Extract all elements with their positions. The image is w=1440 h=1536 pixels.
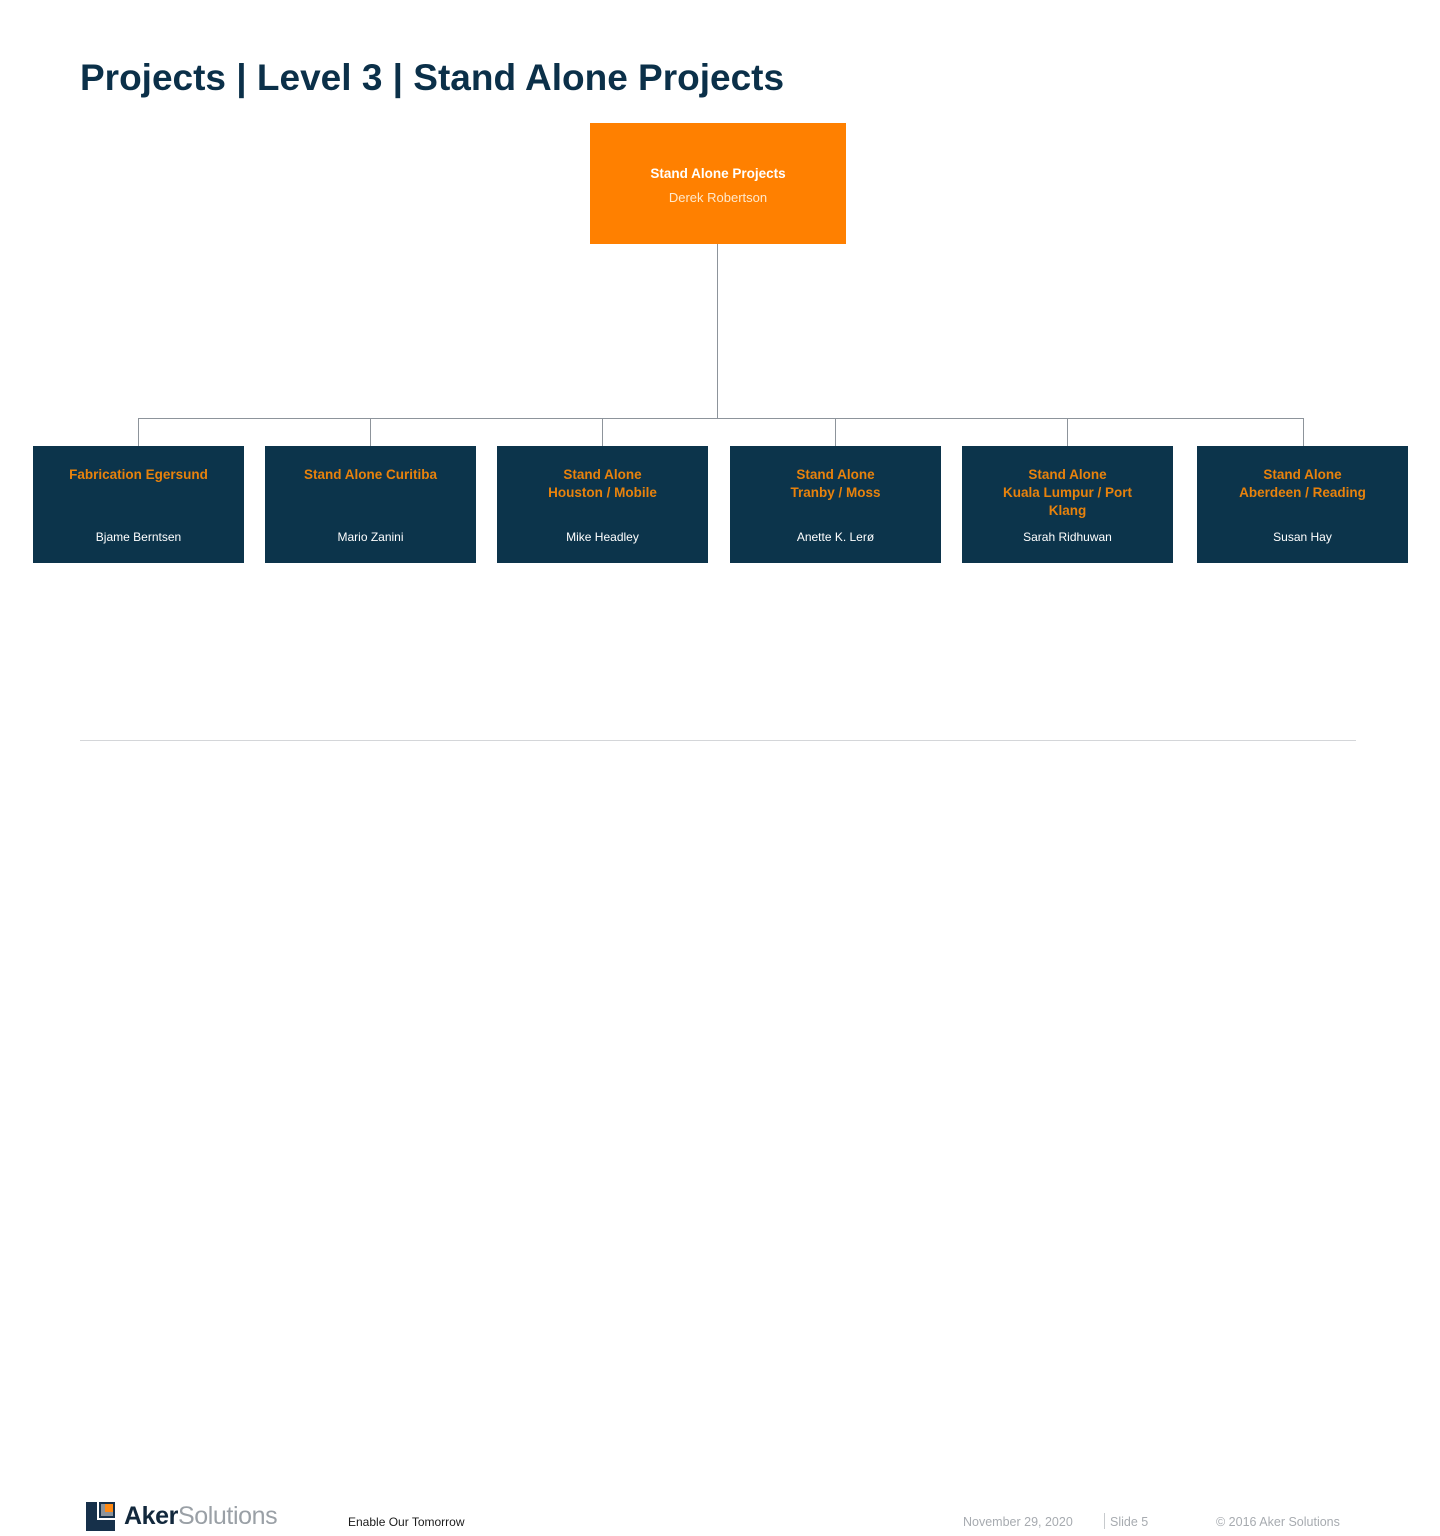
org-node-person: Susan Hay [1273, 530, 1332, 544]
org-node-title: Stand Alone Aberdeen / Reading [1231, 466, 1374, 502]
footer-divider [80, 740, 1356, 741]
org-node-person: Derek Robertson [668, 190, 768, 205]
footer-copyright: © 2016 Aker Solutions [1216, 1515, 1340, 1529]
org-node-title-line: Stand Alone Curitiba [303, 467, 437, 482]
org-node-title: Stand Alone Tranby / Moss [782, 466, 888, 502]
org-node-stand-alone-kuala-lumpur-port-klang[interactable]: Stand Alone Kuala Lumpur / Port Klang Sa… [962, 446, 1173, 563]
org-node-title-line: Kuala Lumpur / Port [1002, 485, 1132, 500]
org-node-person: Mario Zanini [337, 530, 404, 544]
connector-drop-3 [602, 418, 603, 446]
footer-separator [1104, 1513, 1105, 1529]
org-chart: Stand Alone Projects Derek Robertson Fab… [33, 123, 1408, 563]
org-node-title: Stand Alone Kuala Lumpur / Port Klang [995, 466, 1140, 520]
org-node-stand-alone-houston-mobile[interactable]: Stand Alone Houston / Mobile Mike Headle… [497, 446, 708, 563]
connector-root-stem [717, 244, 718, 418]
org-node-person: Sarah Ridhuwan [1023, 530, 1112, 544]
logo-word-aker: Aker [124, 1502, 178, 1530]
connector-drop-4 [835, 418, 836, 446]
org-node-title-line: Klang [1048, 503, 1087, 518]
org-node-stand-alone-tranby-moss[interactable]: Stand Alone Tranby / Moss Anette K. Lerø [730, 446, 941, 563]
org-node-stand-alone-curitiba[interactable]: Stand Alone Curitiba Mario Zanini [265, 446, 476, 563]
org-node-title-line: Stand Alone [563, 467, 642, 482]
org-node-title-line: Fabrication Egersund [69, 467, 208, 482]
logo-wordmark: AkerSolutions [124, 1502, 278, 1530]
slide-footer: AkerSolutions Enable Our Tomorrow Novemb… [0, 745, 1440, 1531]
footer-date: November 29, 2020 [963, 1515, 1073, 1529]
org-node-person: Bjame Berntsen [95, 530, 182, 544]
org-node-stand-alone-aberdeen-reading[interactable]: Stand Alone Aberdeen / Reading Susan Hay [1197, 446, 1408, 563]
org-node-title: Fabrication Egersund [61, 466, 216, 484]
aker-logo-icon [86, 1502, 115, 1531]
page-title: Projects | Level 3 | Stand Alone Project… [80, 57, 785, 98]
org-node-title-line: Stand Alone [796, 467, 875, 482]
slide-canvas: Projects | Level 3 | Stand Alone Project… [0, 57, 1440, 1531]
org-node-title: Stand Alone Houston / Mobile [540, 466, 665, 502]
org-node-title-line: Houston / Mobile [548, 485, 657, 500]
org-node-title-line: Stand Alone [1263, 467, 1342, 482]
connector-drop-1 [138, 418, 139, 446]
org-node-title: Stand Alone Curitiba [296, 466, 445, 484]
footer-tagline: Enable Our Tomorrow [348, 1515, 465, 1529]
org-node-person: Mike Headley [566, 530, 639, 544]
org-node-title-line: Stand Alone [1028, 467, 1107, 482]
connector-drop-2 [370, 418, 371, 446]
org-node-title-line: Tranby / Moss [790, 485, 881, 500]
org-node-root[interactable]: Stand Alone Projects Derek Robertson [590, 123, 846, 244]
logo-word-solutions: Solutions [178, 1502, 278, 1530]
connector-drop-6 [1303, 418, 1304, 446]
aker-solutions-logo: AkerSolutions [86, 1502, 278, 1531]
org-node-fabrication-egersund[interactable]: Fabrication Egersund Bjame Berntsen [33, 446, 244, 563]
org-node-title-line: Aberdeen / Reading [1239, 485, 1366, 500]
connector-horizontal-bus [138, 418, 1304, 419]
footer-slide-number: Slide 5 [1110, 1515, 1149, 1529]
org-node-person: Anette K. Lerø [796, 530, 875, 544]
org-node-title: Stand Alone Projects [650, 166, 786, 181]
connector-drop-5 [1067, 418, 1068, 446]
